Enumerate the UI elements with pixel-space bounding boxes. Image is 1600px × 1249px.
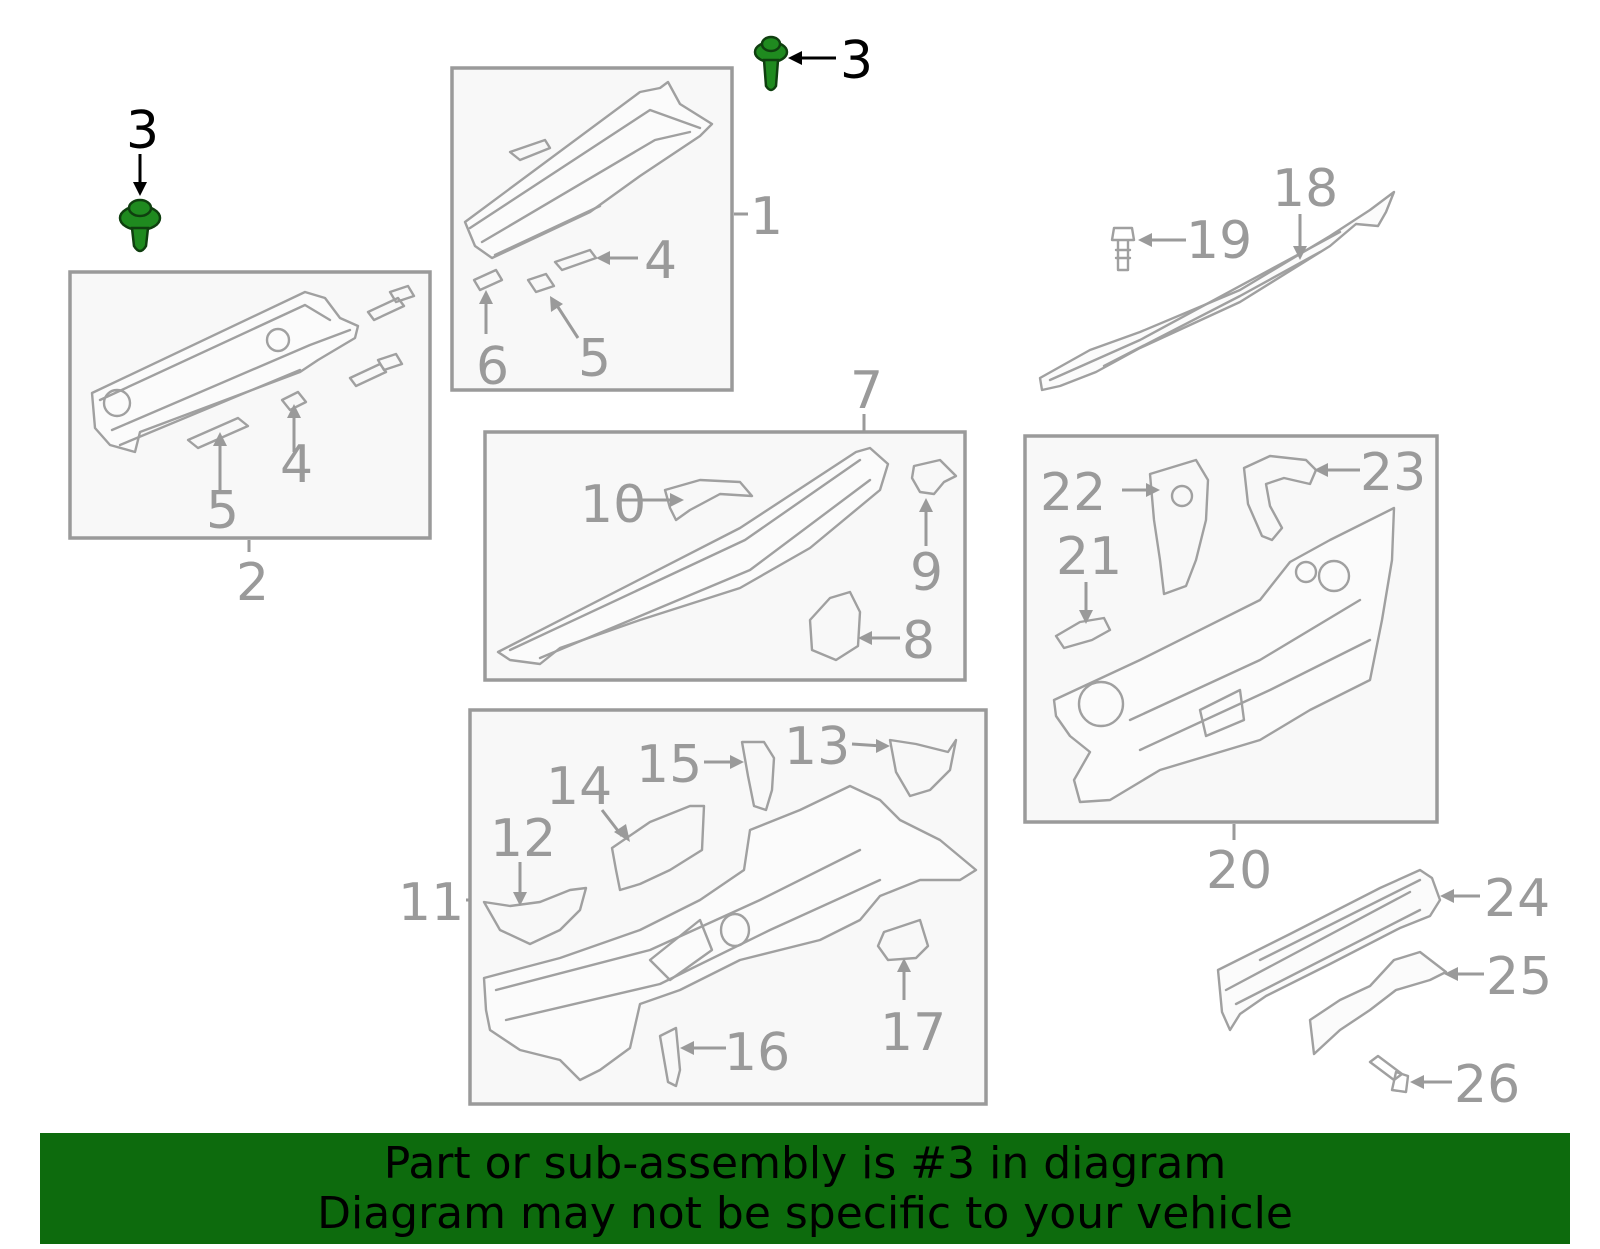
- group-part-20: 22 23 21 20: [1023, 434, 1439, 901]
- part-22-bracket: [1148, 458, 1210, 596]
- callout-15: 15: [636, 735, 702, 795]
- part-1-cowl-top: [463, 80, 714, 260]
- callout-3-left: 3: [126, 101, 159, 161]
- callout-7: 7: [850, 361, 883, 421]
- part-15-bracket: [740, 740, 776, 812]
- callout-8: 8: [902, 611, 935, 671]
- group-part-1: 4 6 5 1: [450, 66, 783, 397]
- part-23-bracket: [1242, 454, 1318, 542]
- group-part-18: 19 18: [1038, 159, 1396, 392]
- part-21-bracket: [1054, 616, 1112, 650]
- callout-17: 17: [880, 1003, 946, 1063]
- callout-5-upper: 5: [578, 329, 611, 389]
- callout-23: 23: [1360, 443, 1426, 503]
- callout-13: 13: [784, 717, 850, 777]
- group-parts-24-26: 24 25 26: [1216, 868, 1552, 1115]
- callout-21: 21: [1056, 527, 1122, 587]
- part-2-cowl-panel: [90, 290, 360, 454]
- callout-4-upper: 4: [644, 231, 677, 291]
- part-11-floor-assembly: [482, 784, 978, 1082]
- part-3-clip-left: 3: [118, 101, 162, 253]
- part-25-bracket: [1308, 950, 1448, 1056]
- callout-20: 20: [1206, 841, 1272, 901]
- info-banner: Part or sub-assembly is #3 in diagram Di…: [40, 1133, 1570, 1244]
- part-24-side-rail: [1216, 868, 1442, 1032]
- parts-diagram: 5 4 2 4 6 5 1 3 3 7: [68, 31, 1552, 1115]
- callout-16: 16: [724, 1023, 790, 1083]
- part-14-bracket: [610, 804, 706, 892]
- banner-line-part: Part or sub-assembly is #3 in diagram: [383, 1137, 1227, 1189]
- callout-12: 12: [490, 809, 556, 869]
- callout-3-top: 3: [840, 31, 873, 91]
- part-16-bracket: [658, 1026, 682, 1088]
- callout-4-left: 4: [280, 435, 313, 495]
- part-17-bracket: [876, 918, 930, 962]
- part-12-bracket: [482, 886, 588, 946]
- callout-18: 18: [1272, 159, 1338, 219]
- callout-1: 1: [750, 187, 783, 247]
- callout-19: 19: [1186, 211, 1252, 271]
- callout-26: 26: [1454, 1055, 1520, 1115]
- callout-9: 9: [910, 543, 943, 603]
- group-part-2: 5 4 2: [68, 270, 432, 613]
- callout-11: 11: [398, 873, 464, 933]
- group-part-7: 7 10 9 8: [483, 361, 967, 682]
- callout-14: 14: [546, 757, 612, 817]
- part-19-bolt: [1110, 226, 1136, 272]
- group-part-11: 12 14 15 13 16 17 11: [398, 708, 988, 1106]
- part-26-bolt: [1368, 1054, 1410, 1094]
- part-3-clip-top: 3: [753, 31, 873, 92]
- callout-22: 22: [1040, 463, 1106, 523]
- part-13-bracket: [888, 738, 958, 798]
- callout-2: 2: [236, 553, 269, 613]
- callout-10: 10: [580, 475, 646, 535]
- callout-5-left: 5: [206, 481, 239, 541]
- callout-6: 6: [476, 337, 509, 397]
- banner-line-disclaimer: Diagram may not be specific to your vehi…: [317, 1187, 1293, 1239]
- callout-25: 25: [1486, 947, 1552, 1007]
- callout-24: 24: [1484, 869, 1550, 929]
